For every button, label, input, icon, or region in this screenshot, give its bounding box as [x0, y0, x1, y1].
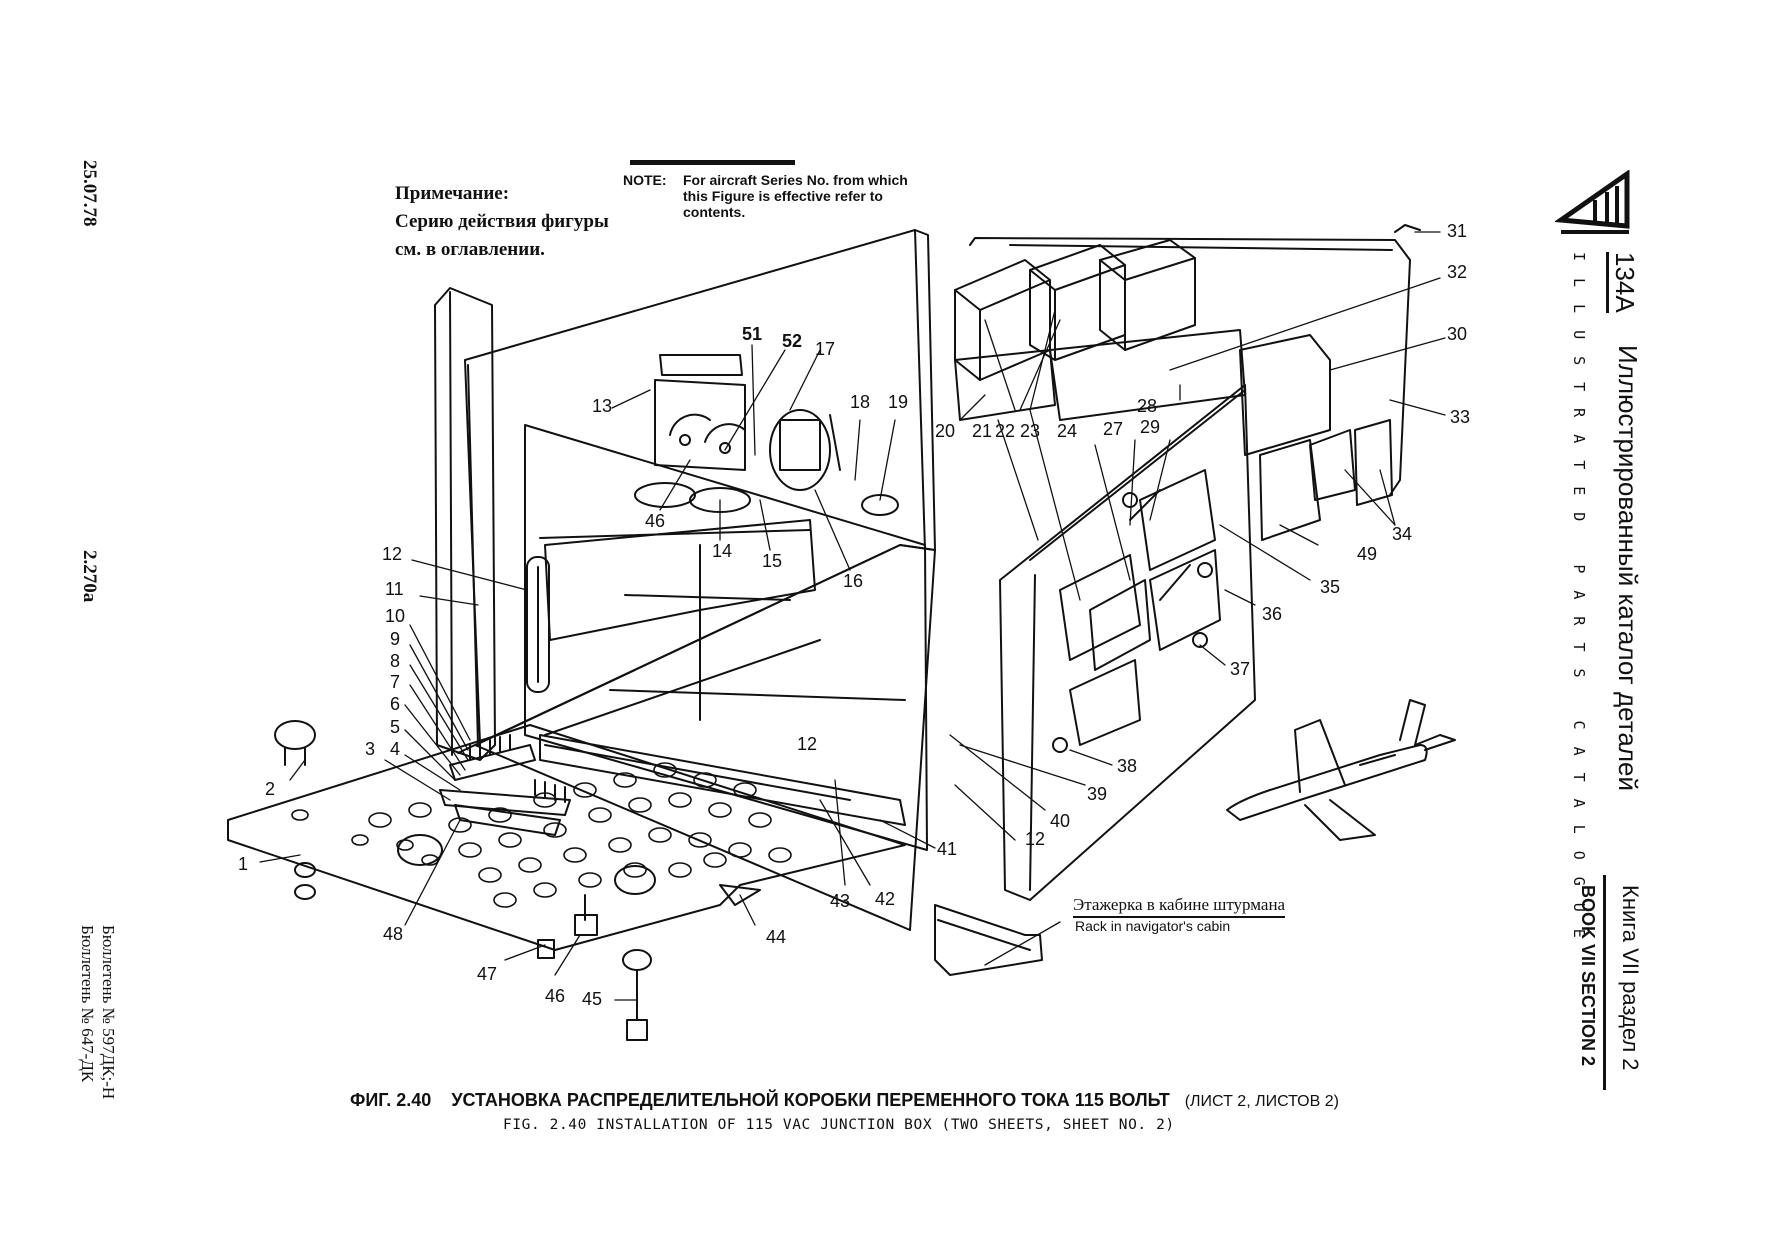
callout-12-left: 12	[382, 544, 403, 564]
rack-frame	[969, 237, 1411, 496]
callout-37: 37	[1230, 659, 1251, 679]
rack-rail	[934, 904, 1043, 976]
book-rule	[1603, 875, 1606, 1090]
callout-6: 6	[390, 694, 401, 714]
note-ru: Примечание: Серию действия фигуры см. в …	[395, 180, 609, 264]
callout-16: 16	[843, 571, 864, 591]
note-en-label: NOTE:	[623, 172, 667, 188]
note-en-line-3: contents.	[683, 204, 746, 220]
note-ru-line-1: Примечание:	[395, 183, 510, 204]
callout-28: 28	[1137, 396, 1158, 416]
callout-32: 32	[1447, 262, 1468, 282]
callout-21: 21	[972, 421, 993, 441]
callout-3: 3	[365, 739, 376, 759]
callout-45: 45	[582, 989, 603, 1009]
right-box	[999, 384, 1393, 901]
callout-12-right: 12	[1025, 829, 1046, 849]
callout-36: 36	[1262, 604, 1283, 624]
note-rule	[630, 160, 795, 165]
rear-panel	[457, 229, 936, 931]
callout-8: 8	[390, 651, 401, 671]
callout-42: 42	[875, 889, 896, 909]
callout-49: 49	[1357, 544, 1378, 564]
fasteners	[274, 224, 1421, 1041]
callout-5: 5	[390, 717, 401, 737]
callout-48: 48	[383, 924, 404, 944]
callout-43: 43	[830, 891, 851, 911]
caption-ru-sheet: (ЛИСТ 2, ЛИСТОВ 2)	[1184, 1093, 1339, 1110]
floor-plate	[227, 724, 906, 951]
callout-40: 40	[1050, 811, 1071, 831]
callout-47: 47	[477, 964, 498, 984]
callout-46-top: 46	[645, 511, 666, 531]
left-connector	[526, 556, 550, 693]
callout-27: 27	[1103, 419, 1124, 439]
callout-20: 20	[935, 421, 956, 441]
rack-label-en: Rack in navigator's cabin	[1075, 918, 1231, 934]
caption-en: FIG. 2.40 INSTALLATION OF 115 VAC JUNCTI…	[503, 1117, 1175, 1133]
lower-shelf	[539, 734, 906, 826]
note-ru-line-2: Серию действия фигуры	[395, 211, 609, 232]
callout-34: 34	[1392, 524, 1413, 544]
callout-24: 24	[1057, 421, 1078, 441]
inner-cavity	[524, 424, 928, 851]
callout-15: 15	[762, 551, 783, 571]
callout-22: 22	[995, 421, 1016, 441]
callout-19: 19	[888, 392, 909, 412]
callout-39: 39	[1087, 784, 1108, 804]
caption-ru-prefix: ФИГ. 2.40	[350, 1090, 432, 1110]
callout-7: 7	[390, 672, 401, 692]
callout-2: 2	[265, 779, 276, 799]
caption-ru: ФИГ. 2.40 УСТАНОВКА РАСПРЕДЕЛИТЕЛЬНОЙ КО…	[350, 1090, 1339, 1111]
airplane-icon	[1226, 699, 1456, 841]
relay-cubes	[954, 239, 1331, 456]
note-en-line-1: For aircraft Series No. from which	[683, 172, 908, 188]
callout-51: 51	[742, 324, 763, 344]
callout-23: 23	[1020, 421, 1041, 441]
callout-14: 14	[712, 541, 733, 561]
callout-41: 41	[937, 839, 958, 859]
callout-46-bottom: 46	[545, 986, 566, 1006]
callout-13: 13	[592, 396, 613, 416]
note-en-line-2: this Figure is effective refer to	[683, 188, 883, 204]
callout-29: 29	[1140, 417, 1161, 437]
callout-17: 17	[815, 339, 836, 359]
manufacturer-logo	[1555, 170, 1630, 234]
callout-44: 44	[766, 927, 787, 947]
callout-38: 38	[1117, 756, 1138, 776]
callout-11: 11	[385, 579, 404, 599]
terminal-blocks	[439, 734, 571, 836]
callout-18: 18	[850, 392, 871, 412]
callout-33: 33	[1450, 407, 1471, 427]
callout-4: 4	[390, 739, 401, 759]
callout-35: 35	[1320, 577, 1341, 597]
leader-lines	[259, 231, 1446, 1001]
callout-30: 30	[1447, 324, 1468, 344]
callout-9: 9	[390, 629, 401, 649]
callout-10: 10	[385, 606, 406, 626]
note-ru-line-3: см. в оглавлении.	[395, 239, 545, 260]
rack-label-ru: Этажерка в кабине штурмана	[1073, 895, 1286, 918]
callout-12-mid: 12	[797, 734, 818, 754]
switch-assemblies	[1052, 469, 1221, 753]
callout-1: 1	[238, 854, 249, 874]
callout-31: 31	[1447, 221, 1468, 241]
note-en: For aircraft Series No. from which this …	[683, 172, 908, 220]
callout-52: 52	[782, 331, 803, 351]
caption-ru-title: УСТАНОВКА РАСПРЕДЕЛИТЕЛЬНОЙ КОРОБКИ ПЕРЕ…	[451, 1090, 1170, 1110]
